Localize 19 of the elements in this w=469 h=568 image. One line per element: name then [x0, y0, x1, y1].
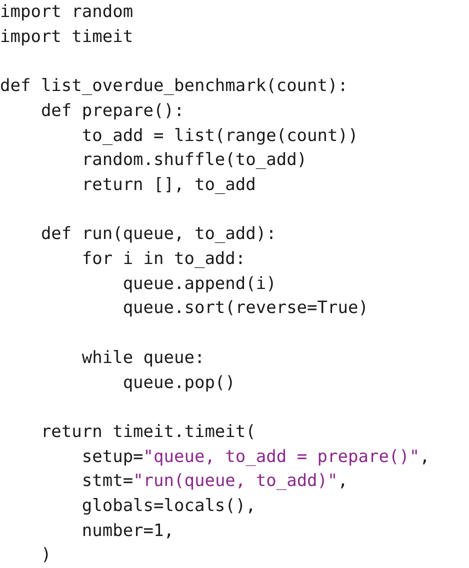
code-line: random.shuffle(to_add) [80, 149, 308, 172]
code-line: import timeit [0, 26, 134, 48]
code-line: def list_overdue_benchmark(count): [0, 75, 348, 98]
code-line: stmt="run(queue, to_add)", [80, 470, 348, 492]
code-line: ) [40, 544, 52, 566]
code-line: import random [0, 1, 134, 23]
code-line: def run(queue, to_add): [40, 223, 276, 246]
code-line: return [], to_add [80, 174, 256, 196]
code-line: queue.sort(reverse=True) [122, 297, 368, 320]
code-line: def prepare(): [40, 100, 184, 122]
code-line: return timeit.timeit( [40, 420, 256, 443]
code-line: number=1, [80, 520, 174, 542]
code-line: for i in to_add: [80, 248, 246, 270]
code-line: while queue: [80, 346, 205, 369]
code-line: queue.pop() [122, 372, 236, 394]
code-line: queue.append(i) [122, 272, 276, 295]
code-line: globals=locals(), [80, 495, 256, 517]
code-line: to_add = list(range(count)) [80, 124, 358, 146]
code-line: setup="queue, to_add = prepare()", [80, 446, 430, 468]
